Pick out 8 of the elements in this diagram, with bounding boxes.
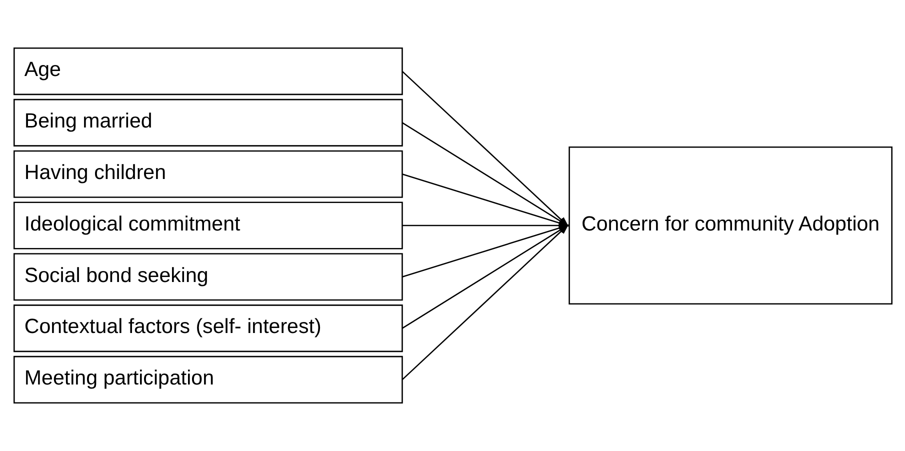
node-box: Being married bbox=[13, 98, 402, 146]
node-box: Contextual factors (self- interest) bbox=[13, 304, 402, 352]
node-box: Ideological commitment bbox=[13, 202, 402, 250]
node-box: Age bbox=[13, 48, 402, 96]
node-box: Concern for community Adoption bbox=[568, 146, 892, 305]
node-box: Meeting participation bbox=[13, 356, 402, 404]
node-box: Social bond seeking bbox=[13, 253, 402, 301]
node-box: Having children bbox=[13, 150, 402, 198]
